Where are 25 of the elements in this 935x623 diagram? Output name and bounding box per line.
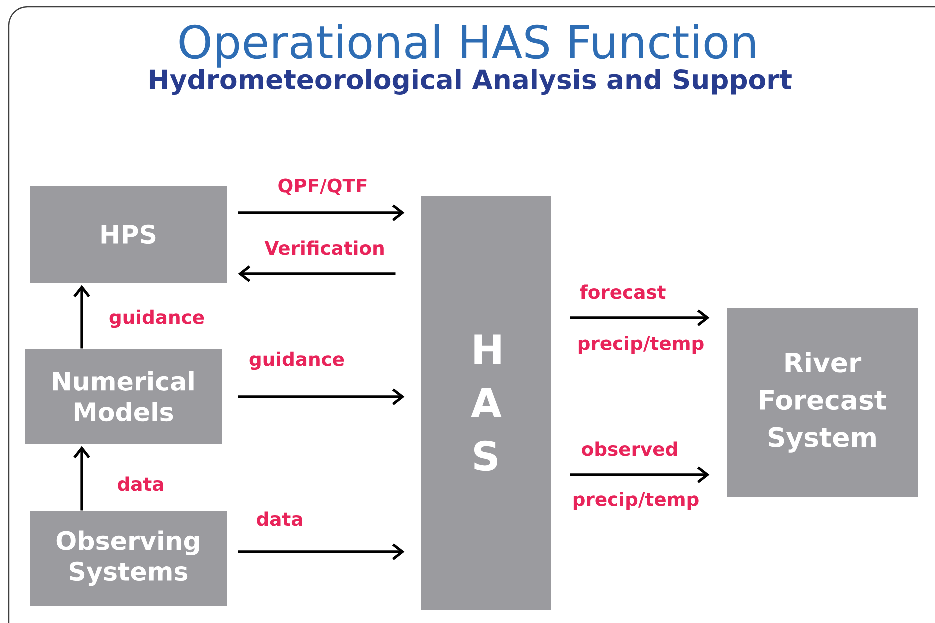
subtitle: Hydrometeorological Analysis and Support bbox=[150, 68, 792, 95]
arrow bbox=[238, 544, 405, 560]
process-box: Observing Systems bbox=[30, 511, 227, 606]
process-box: HPS bbox=[30, 186, 227, 283]
edge-label: QPF/QTF bbox=[278, 178, 367, 196]
process-box: River Forecast System bbox=[727, 308, 918, 497]
arrow-note: precip/temp bbox=[578, 336, 704, 354]
arrow bbox=[238, 266, 396, 282]
arrow bbox=[570, 310, 710, 326]
edge-label: data bbox=[118, 476, 164, 492]
edge-label: guidance bbox=[250, 352, 344, 370]
title: Operational HAS Function bbox=[180, 24, 756, 68]
arrow bbox=[570, 466, 710, 484]
edge-label: Verification bbox=[264, 240, 384, 256]
arrow-note: precip/temp bbox=[574, 492, 699, 510]
arrow bbox=[238, 204, 405, 222]
process-box: Numerical Models bbox=[25, 349, 222, 444]
arrow bbox=[74, 285, 90, 349]
arrow bbox=[74, 446, 90, 511]
arrow bbox=[238, 388, 405, 406]
edge-label: forecast bbox=[580, 284, 666, 300]
edge-label: guidance bbox=[110, 310, 204, 328]
edge-label: data bbox=[257, 512, 302, 526]
process-box: H A S bbox=[421, 196, 551, 610]
edge-label: observed bbox=[582, 442, 678, 456]
